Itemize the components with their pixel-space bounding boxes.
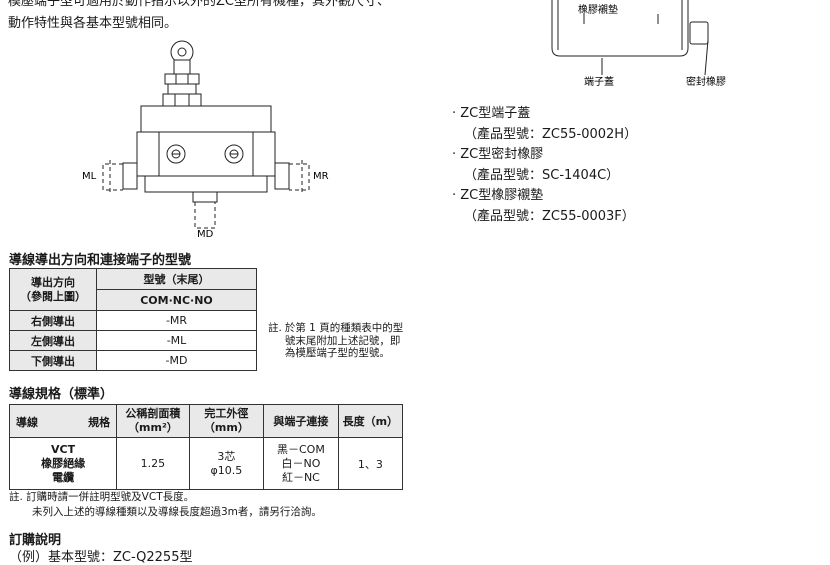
intro-text: 模壓端子型可適用於動作指示以外的ZC型所有機種，其外觀尺寸、 動作特性與各基本型… bbox=[8, 0, 408, 35]
list-item-model: （產品型號：ZC55-0003F） bbox=[464, 208, 635, 224]
table-row: 下側導出 -MD bbox=[9, 350, 257, 371]
note-text: 於第 1 頁的種類表中的型號末尾附加上述記號，即為模壓端子型的型號。 bbox=[284, 322, 404, 359]
header-wire: 導線 bbox=[16, 416, 38, 429]
accessory-diagram: 橡膠襯墊 端子蓋 密封橡膠 bbox=[551, 0, 726, 88]
wire-note: 註. 訂購時請一併註明型號及VCT長度。 未列入上述的導線種類以及導線長度超過3… bbox=[9, 490, 322, 519]
header-model: 型號（末尾） bbox=[96, 268, 257, 290]
od-cores: 3芯 bbox=[217, 449, 236, 463]
table-row: VCT 橡膠絕緣 電纜 1.25 3芯 φ10.5 黑－COM 白－NO 紅－N… bbox=[8, 437, 404, 490]
note-prefix: 註. bbox=[268, 322, 282, 334]
list-item-model: （產品型號：ZC55-0002H） bbox=[464, 126, 638, 142]
lead-direction-table: 導出方向 （參閱上圖） 型號（末尾） COM·NC·NO 右側導出 -MR 左側… bbox=[9, 268, 257, 371]
label-ml: ML bbox=[82, 171, 97, 182]
conn-nc: 紅－NC bbox=[281, 470, 320, 484]
wire-note-2: 未列入上述的導線種類以及導線長度超過3m者，請另行洽詢。 bbox=[32, 505, 322, 518]
order-example: （例）基本型號：ZC-Q2255型 bbox=[9, 550, 193, 565]
intro-line-1: 模壓端子型可適用於動作指示以外的ZC型所有機種，其外觀尺寸、 bbox=[8, 0, 390, 9]
list-item-model: （產品型號：SC-1404C） bbox=[464, 167, 620, 183]
header-com-nc-no: COM·NC·NO bbox=[96, 289, 257, 311]
row-direction: 下側導出 bbox=[9, 350, 97, 371]
length-cell: 1、3 bbox=[337, 437, 404, 490]
conn-com: 黑－COM bbox=[276, 442, 325, 456]
section3-title: 訂購說明 bbox=[9, 533, 62, 548]
list-item-name: ‧ ZC型密封橡膠 bbox=[452, 147, 544, 162]
header-area: 公稱剖面積 （mm²） bbox=[116, 404, 190, 438]
label-seal-rubber: 密封橡膠 bbox=[686, 75, 726, 88]
connection-cell: 黑－COM 白－NO 紅－NC bbox=[263, 437, 339, 490]
header-od: 完工外徑 （mm） bbox=[188, 404, 265, 438]
row-model: -MD bbox=[96, 350, 257, 371]
table-row: 右側導出 -MR bbox=[9, 310, 257, 331]
section2-title: 導線規格（標準） bbox=[9, 387, 114, 402]
model-note: 註. 於第 1 頁的種類表中的型號末尾附加上述記號，即為模壓端子型的型號。 bbox=[268, 322, 408, 360]
od-cell: 3芯 φ10.5 bbox=[188, 437, 265, 490]
wire-sub-2: 電纜 bbox=[52, 470, 75, 484]
wire-name: VCT bbox=[51, 442, 76, 456]
intro-line-2: 動作特性與各基本型號相同。 bbox=[8, 16, 178, 31]
wire-sub-1: 橡膠絕緣 bbox=[41, 456, 86, 470]
row-direction: 左側導出 bbox=[9, 330, 97, 351]
conn-no: 白－NO bbox=[281, 456, 321, 470]
label-rubber-pad: 橡膠襯墊 bbox=[578, 3, 618, 16]
list-item-name: ‧ ZC型端子蓋 bbox=[452, 106, 531, 121]
header-connection: 與端子連接 bbox=[263, 404, 339, 438]
wire-spec-table: 導線 規格 公稱剖面積 （mm²） 完工外徑 （mm） 與端子連接 長度（m） … bbox=[8, 404, 404, 490]
header-direction: 導出方向 （參閱上圖） bbox=[9, 268, 97, 311]
row-direction: 右側導出 bbox=[9, 310, 97, 331]
table-row: 左側導出 -ML bbox=[9, 330, 257, 351]
row-model: -MR bbox=[96, 310, 257, 331]
row-model: -ML bbox=[96, 330, 257, 351]
wire-note-1: 註. 訂購時請一併註明型號及VCT長度。 bbox=[9, 491, 195, 503]
area-cell: 1.25 bbox=[116, 437, 190, 490]
wire-type-cell: VCT 橡膠絕緣 電纜 bbox=[8, 437, 118, 490]
od-diameter: φ10.5 bbox=[210, 463, 243, 477]
switch-diagram: ML MR MD bbox=[82, 40, 329, 240]
header-wire-spec: 導線 規格 bbox=[8, 404, 118, 438]
header-spec: 規格 bbox=[88, 416, 111, 429]
label-terminal-cover: 端子蓋 bbox=[584, 75, 614, 88]
header-length: 長度（m） bbox=[337, 404, 404, 438]
section1-title: 導線導出方向和連接端子的型號 bbox=[9, 253, 192, 268]
accessory-list: ‧ ZC型端子蓋 （產品型號：ZC55-0002H） ‧ ZC型密封橡膠 （產品… bbox=[452, 104, 637, 227]
label-md: MD bbox=[197, 229, 214, 240]
list-item-name: ‧ ZC型橡膠襯墊 bbox=[452, 188, 544, 203]
label-mr: MR bbox=[313, 171, 329, 182]
